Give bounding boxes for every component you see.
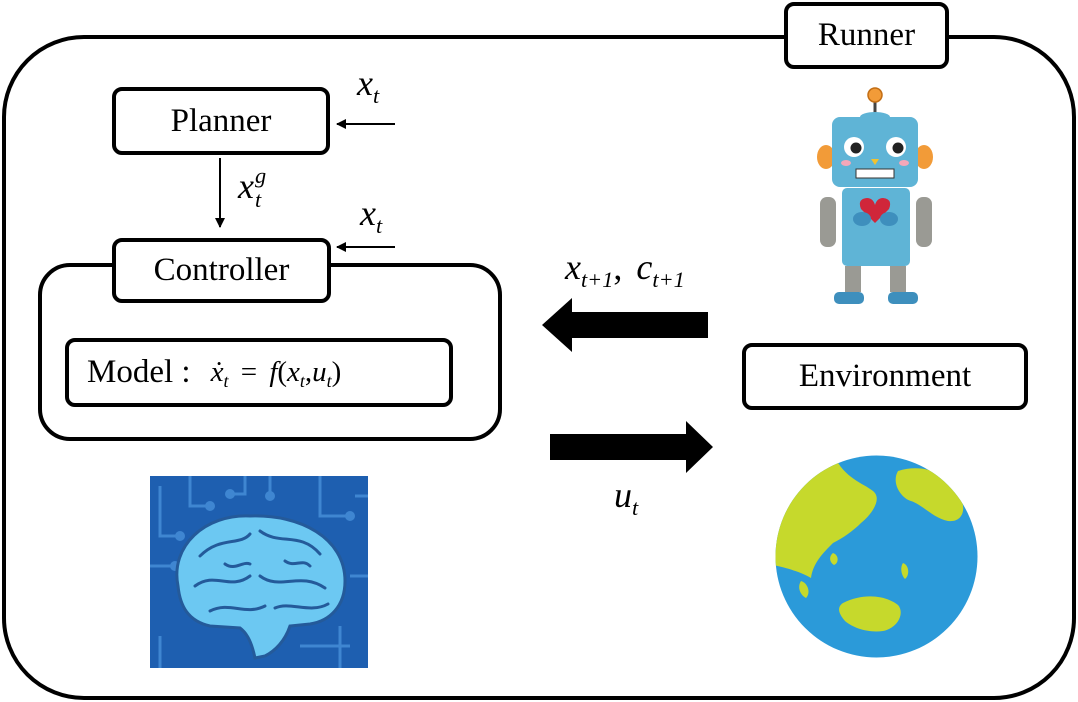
planner-label: Planner: [170, 102, 272, 139]
earth-globe-icon: [775, 455, 978, 658]
runner-frame: [2, 35, 1076, 700]
controller-input-label: xt: [360, 193, 383, 238]
planner-box: Planner: [112, 87, 330, 155]
planner-input-label: xt: [357, 63, 380, 108]
feedback-label: xt+1,ct+1: [565, 247, 685, 292]
runner-box: Runner: [784, 2, 949, 69]
feedback-arrow: [542, 298, 708, 352]
runner-label: Runner: [817, 17, 916, 53]
action-label: ut: [614, 475, 639, 520]
action-arrow: [550, 421, 713, 473]
environment-box: Environment: [742, 343, 1028, 410]
model-box: Model : ẋt = f(xt,ut): [65, 338, 453, 407]
model-label: Model :: [87, 354, 191, 390]
model-equation: ẋt = f(xt,ut): [210, 356, 342, 392]
brain-circuit-icon: [150, 476, 368, 668]
controller-label: Controller: [153, 252, 290, 288]
controller-box: Controller: [112, 238, 331, 303]
robot-icon: [817, 87, 933, 304]
environment-label: Environment: [798, 358, 972, 394]
